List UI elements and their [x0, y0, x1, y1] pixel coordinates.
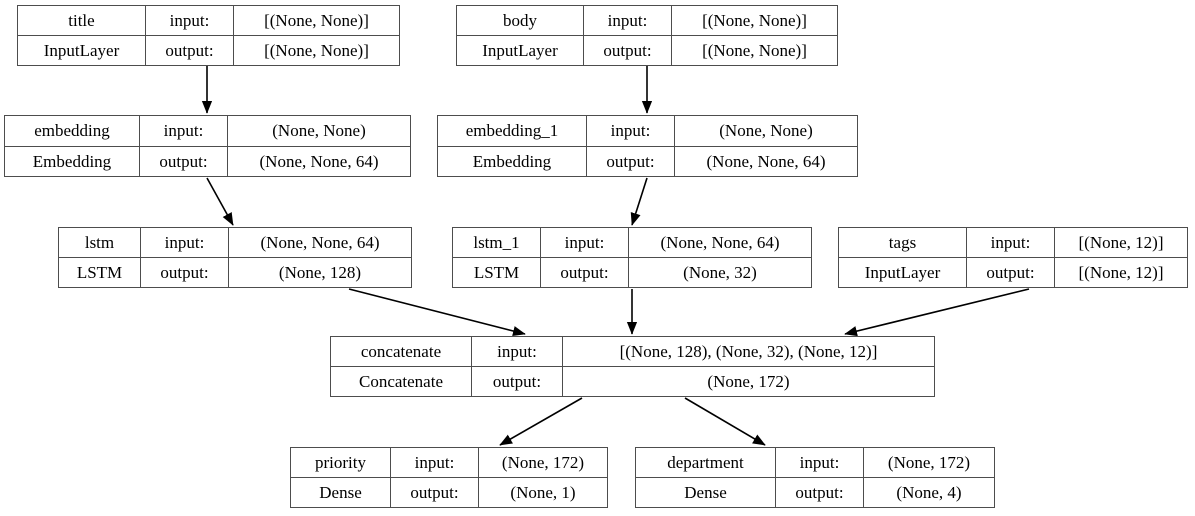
node-input-shape: (None, None, 64) — [260, 233, 380, 252]
node-output-label: output: — [967, 258, 1055, 287]
node-output-shape: (None, 32) — [683, 263, 757, 282]
node-output-shape: (None, 172) — [707, 372, 790, 391]
node-input-label: input: — [967, 228, 1055, 257]
node-name-label: lstm — [59, 228, 141, 257]
node-name-label: concatenate — [331, 337, 472, 366]
node-input-label: input: — [587, 116, 675, 146]
node-input-shape: [(None, None)] — [264, 11, 369, 30]
node-class-label: InputLayer — [457, 36, 584, 65]
node-output-shape: [(None, 12)] — [1078, 263, 1164, 282]
node-input-shape: (None, None, 64) — [660, 233, 780, 252]
node-input-label: input: — [541, 228, 629, 257]
node-output-label: output: — [584, 36, 672, 65]
node-class-label: Dense — [291, 478, 391, 507]
node-output-shape: (None, 1) — [510, 483, 576, 502]
node-class-label: Embedding — [438, 146, 587, 176]
node-class-label: Embedding — [5, 146, 140, 176]
node-name-label: priority — [291, 448, 391, 477]
edge-embedding-to-lstm — [206, 177, 234, 226]
node-input-shape: (None, 172) — [887, 453, 971, 472]
node-input-shape: [(None, None)] — [702, 11, 807, 30]
node-output-shape: (None, None, 64) — [259, 151, 379, 171]
node-class-label: LSTM — [59, 258, 141, 287]
node-output-label: output: — [391, 478, 479, 507]
node-input-label: input: — [776, 448, 864, 477]
node-output-shape: [(None, None)] — [264, 41, 369, 60]
edge-lstm-to-concatenate — [348, 288, 526, 336]
node-output-label: output: — [587, 146, 675, 176]
node-input-label: input: — [146, 6, 234, 35]
node-input-label: input: — [472, 337, 563, 366]
node-input-label: input: — [141, 228, 229, 257]
node-input-label: input: — [584, 6, 672, 35]
edge-tags-to-concatenate — [844, 288, 1030, 337]
node-name-label: embedding_1 — [438, 116, 587, 146]
node-input-label: input: — [391, 448, 479, 477]
edge-concatenate-to-department — [684, 397, 766, 446]
node-class-label: InputLayer — [18, 36, 146, 65]
node-class-label: InputLayer — [839, 258, 967, 287]
node-class-label: Dense — [636, 478, 776, 507]
node-name-label: embedding — [5, 116, 140, 146]
node-name-label: title — [18, 6, 146, 35]
node-input-label: input: — [140, 116, 228, 146]
node-input-shape: (None, None) — [719, 121, 813, 141]
node-class-label: Concatenate — [331, 367, 472, 396]
node-input-shape: (None, 172) — [501, 453, 585, 472]
node-output-label: output: — [776, 478, 864, 507]
edge-concatenate-to-priority — [499, 397, 583, 446]
node-input-shape: [(None, 12)] — [1078, 233, 1164, 252]
node-output-shape: (None, 128) — [278, 263, 362, 282]
node-input-shape: (None, None) — [272, 121, 366, 141]
node-output-label: output: — [472, 367, 563, 396]
node-output-shape: (None, None, 64) — [706, 151, 826, 171]
node-name-label: department — [636, 448, 776, 477]
node-output-label: output: — [140, 146, 228, 176]
node-name-label: tags — [839, 228, 967, 257]
edge-embedding_1-to-lstm_1 — [630, 177, 648, 226]
node-name-label: lstm_1 — [453, 228, 541, 257]
node-output-label: output: — [141, 258, 229, 287]
node-output-label: output: — [541, 258, 629, 287]
node-output-shape: (None, 4) — [896, 483, 962, 502]
node-class-label: LSTM — [453, 258, 541, 287]
node-output-label: output: — [146, 36, 234, 65]
node-name-label: body — [457, 6, 584, 35]
node-output-shape: [(None, None)] — [702, 41, 807, 60]
node-input-shape: [(None, 128), (None, 32), (None, 12)] — [619, 342, 878, 361]
